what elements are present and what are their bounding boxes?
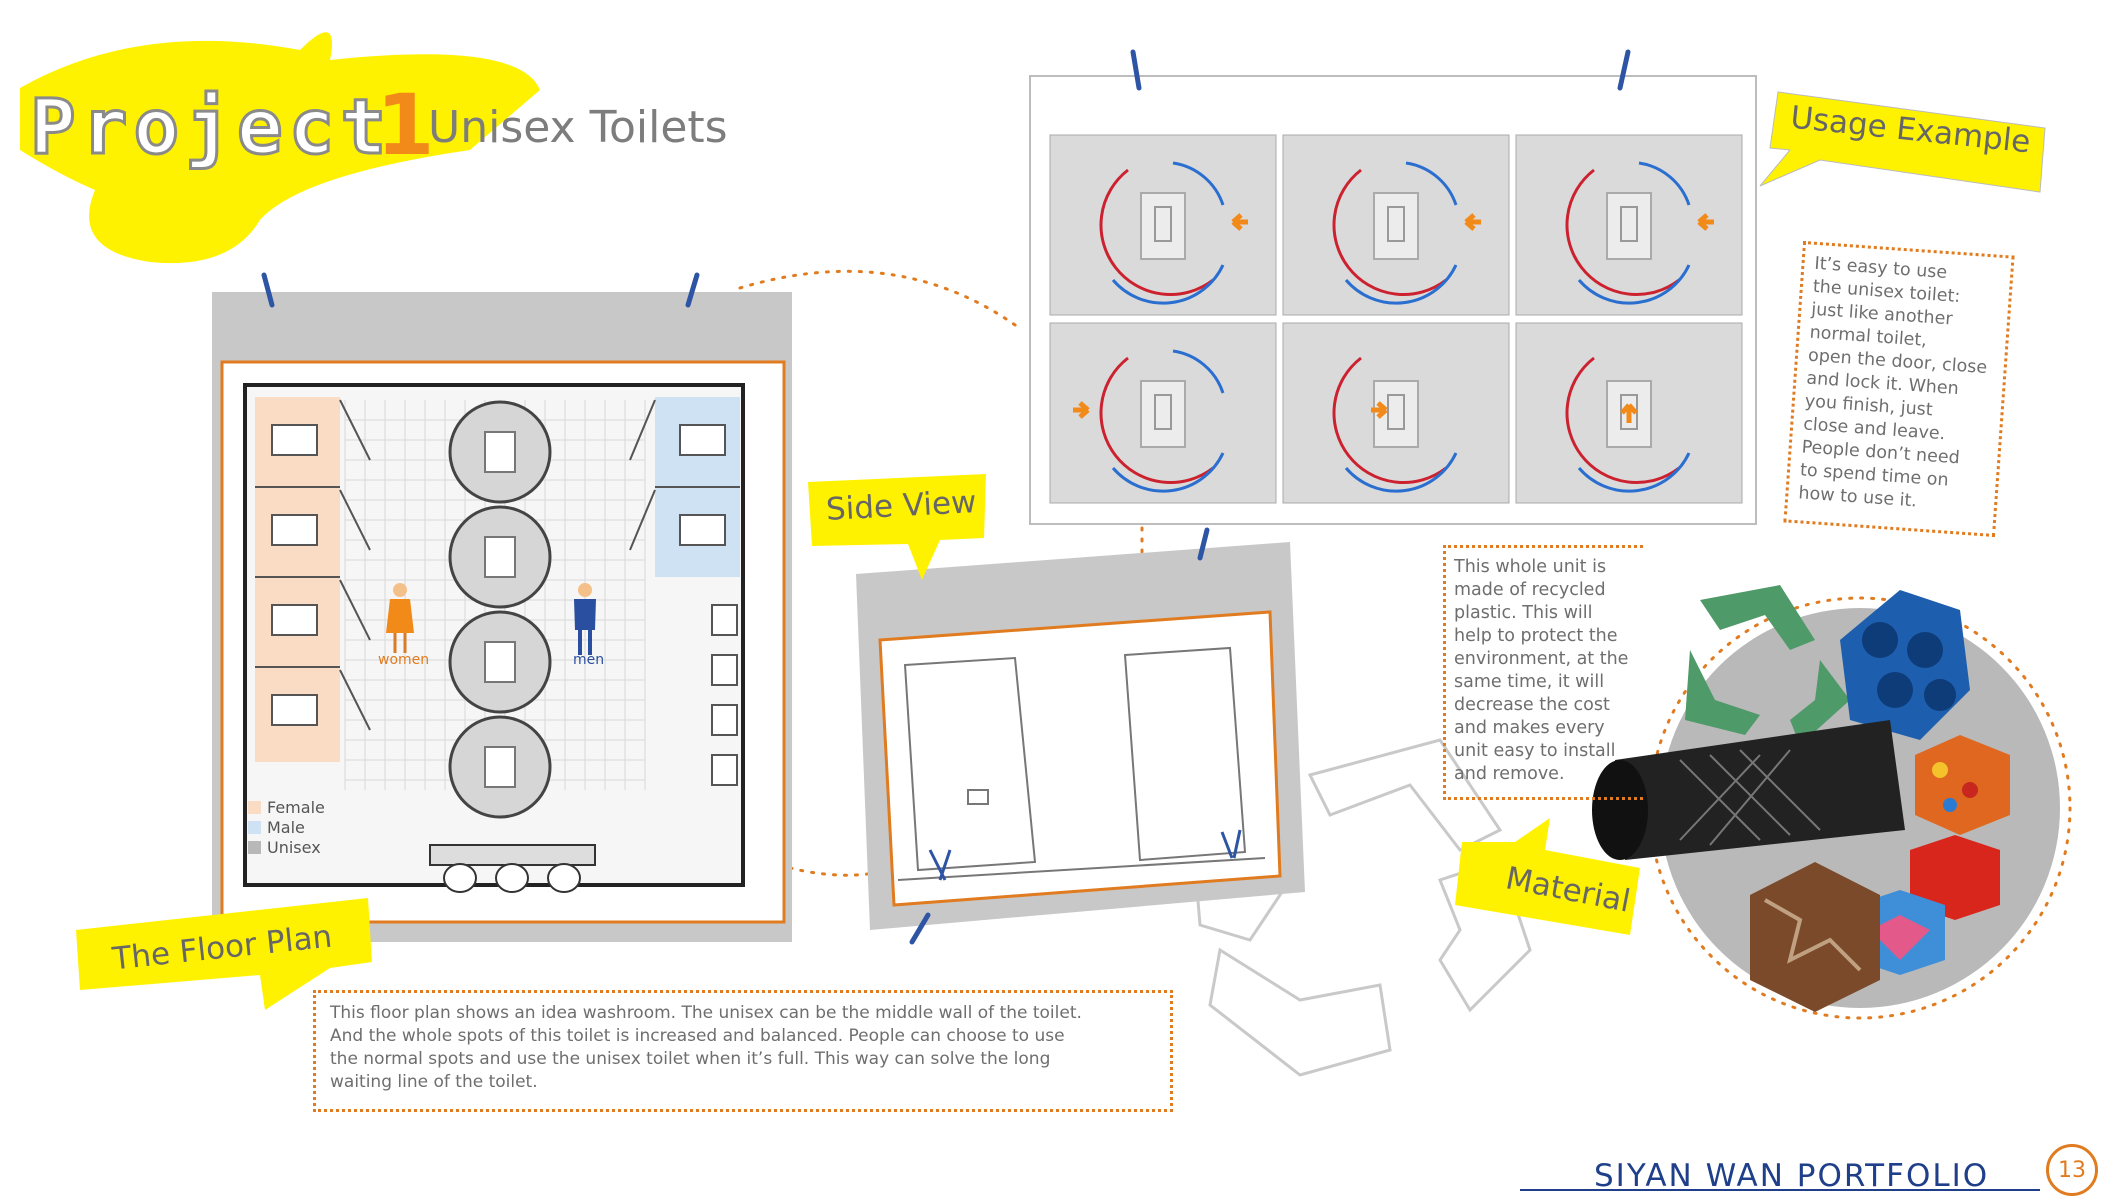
title-splash	[20, 32, 540, 264]
project-title-word: Project	[28, 81, 393, 173]
legend-item-female: Female	[248, 798, 325, 817]
project-subtitle: Unisex Toilets	[428, 102, 728, 153]
floor-plan-drawing	[243, 383, 745, 893]
black-pipe-photo	[1592, 720, 1905, 860]
material-note-line: environment, at the	[1454, 649, 1629, 669]
floor-plan-note-line: And the whole spots of this toilet is in…	[330, 1026, 1065, 1046]
woman-figure-icon	[386, 583, 414, 653]
page-number: 13	[2046, 1144, 2098, 1196]
floor-plan-note-line: This floor plan shows an idea washroom. …	[330, 1003, 1082, 1023]
legend-swatch	[248, 801, 261, 814]
scrap-plastic-photo	[1750, 862, 1880, 1012]
material-tag	[1455, 818, 1640, 935]
legend-label: Male	[267, 818, 305, 837]
material-note-line: and remove.	[1454, 764, 1565, 784]
men-label: men	[573, 652, 605, 668]
floor-plan-note-line: waiting line of the toilet.	[330, 1072, 538, 1092]
legend-item-male: Male	[248, 818, 305, 837]
blue-pipes-photo	[1840, 590, 1970, 740]
material-note-line: same time, it will	[1454, 672, 1605, 692]
usage-note: It’s easy to use the unisex toilet: just…	[1783, 240, 2015, 538]
usage-step-diagrams	[1073, 161, 1714, 493]
floor-plan-tag	[76, 898, 372, 1010]
pin-icons	[261, 49, 1631, 945]
material-note-line: made of recycled	[1454, 580, 1606, 600]
legend-item-unisex: Unisex	[248, 838, 321, 857]
usage-example-tag	[1759, 91, 2046, 193]
plastic-pellets-photo	[1915, 735, 2010, 835]
material-note-line: decrease the cost	[1454, 695, 1610, 715]
material-note-line: and makes every	[1454, 718, 1605, 738]
legend-label: Unisex	[267, 838, 321, 857]
portfolio-footer: SIYAN WAN PORTFOLIO	[1594, 1158, 1990, 1194]
material-note-line: This whole unit is	[1454, 557, 1607, 577]
legend-label: Female	[267, 798, 325, 817]
material-note: This whole unit is made of recycled plas…	[1443, 545, 1643, 800]
material-note-line: unit easy to install	[1454, 741, 1616, 761]
floor-plan-note: This floor plan shows an idea washroom. …	[313, 990, 1173, 1112]
recycle-icon	[1685, 585, 1850, 745]
red-pipes-photo	[1910, 835, 2000, 920]
project-number: 1	[376, 76, 435, 174]
women-label: women	[378, 652, 430, 668]
side-view-panel	[856, 542, 1305, 930]
side-view-tag	[808, 474, 986, 580]
floor-plan-note-line: the normal spots and use the unisex toil…	[330, 1049, 1051, 1069]
legend-swatch	[248, 821, 261, 834]
material-note-line: plastic. This will	[1454, 603, 1593, 623]
connector-floorplan-side	[788, 866, 882, 877]
man-figure-icon	[574, 583, 596, 655]
legend-swatch	[248, 841, 261, 854]
material-note-line: help to protect the	[1454, 626, 1618, 646]
